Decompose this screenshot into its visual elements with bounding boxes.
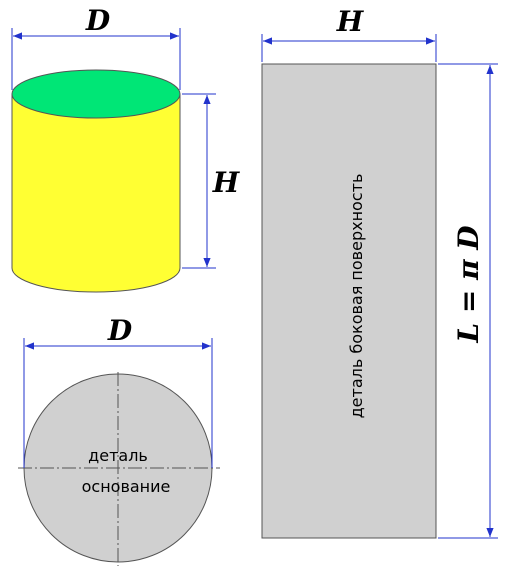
cylinder-diameter-label: D xyxy=(85,4,111,37)
base-figure: деталь основание xyxy=(18,372,220,566)
cylinder-side xyxy=(11,93,181,293)
lateral-figure: деталь боковая поверхность xyxy=(261,63,437,539)
base-diameter-dimension: D xyxy=(23,314,213,468)
cylinder-top xyxy=(11,69,181,119)
lateral-width-label: H xyxy=(336,5,365,38)
base-label-line1: деталь xyxy=(88,446,148,465)
lateral-label: деталь боковая поверхность xyxy=(347,174,366,419)
lateral-rectangle xyxy=(261,63,437,539)
base-label-line2: основание xyxy=(82,477,171,496)
cylinder-diameter-dimension: D xyxy=(11,4,181,90)
cylinder-height-dimension: H xyxy=(182,93,241,269)
base-diameter-label: D xyxy=(107,314,133,347)
lateral-width-dimension: H xyxy=(261,5,437,62)
lateral-length-label: L = π D xyxy=(452,225,485,344)
cylinder-height-label: H xyxy=(212,166,241,199)
cylinder-figure xyxy=(11,69,181,293)
lateral-length-dimension: L = π D xyxy=(438,63,498,539)
